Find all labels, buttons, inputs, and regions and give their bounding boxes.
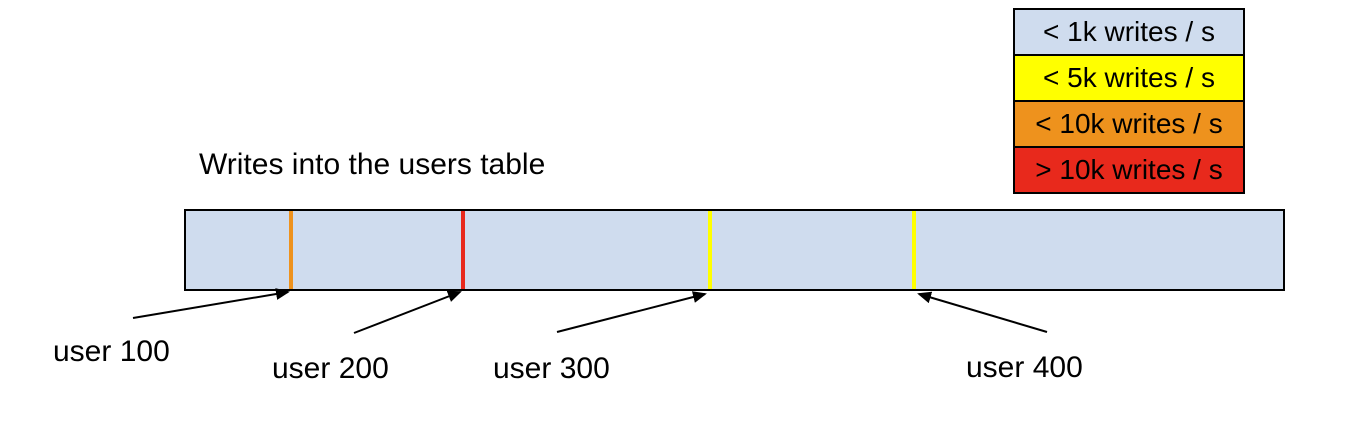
arrow-user-200: [353, 290, 462, 334]
legend-item-label: < 5k writes / s: [1043, 62, 1215, 93]
legend-item-lt-1k: < 1k writes / s: [1013, 8, 1245, 56]
arrow-user-300: [556, 291, 707, 333]
legend-item-label: < 1k writes / s: [1043, 16, 1215, 47]
legend-item-gt-10k: > 10k writes / s: [1013, 146, 1245, 194]
legend-item-lt-10k: < 10k writes / s: [1013, 100, 1245, 148]
label-user-300: user 300: [493, 352, 610, 385]
arrow-user-400: [917, 291, 1048, 333]
write-marker-user-100: [289, 211, 293, 289]
write-marker-user-200: [461, 211, 465, 289]
legend-item-label: < 10k writes / s: [1035, 108, 1223, 139]
users-table-bar: [184, 209, 1285, 291]
write-marker-user-300: [708, 211, 712, 289]
label-user-400: user 400: [966, 351, 1083, 384]
label-user-200: user 200: [272, 352, 389, 385]
legend: < 1k writes / s < 5k writes / s < 10k wr…: [1013, 8, 1245, 194]
write-marker-user-400: [912, 211, 916, 289]
diagram-title: Writes into the users table: [199, 148, 546, 181]
legend-item-label: > 10k writes / s: [1035, 154, 1223, 185]
legend-item-lt-5k: < 5k writes / s: [1013, 54, 1245, 102]
arrow-user-100: [132, 288, 290, 319]
label-user-100: user 100: [53, 335, 170, 368]
